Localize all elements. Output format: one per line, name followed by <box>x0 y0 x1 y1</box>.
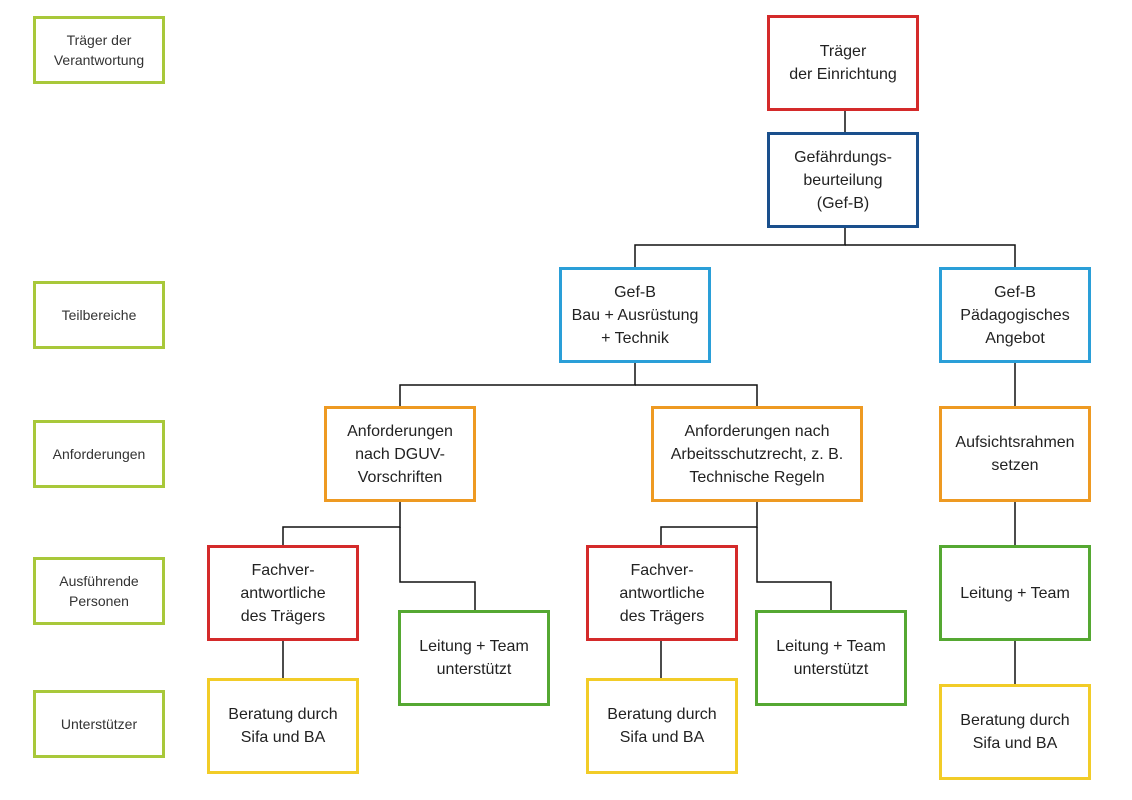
node-text: Leitung + Team unterstützt <box>776 638 886 678</box>
node-fachverantwortliche-1: Fachver- antwortliche des Trägers <box>207 545 359 641</box>
connector <box>845 244 1016 267</box>
node-gefaehrdungsbeurteilung: Gefährdungs- beurteilung (Gef-B) <box>767 132 919 228</box>
node-anforderungen-arbeitsschutz: Anforderungen nach Arbeitsschutzrecht, z… <box>651 406 863 502</box>
connector <box>660 502 758 545</box>
row-label-text: Ausführende Personen <box>59 573 139 609</box>
node-beratung-2: Beratung durch Sifa und BA <box>586 678 738 774</box>
connector <box>634 228 846 267</box>
node-text: Leitung + Team unterstützt <box>419 638 529 678</box>
row-label-unterstuetzer: Unterstützer <box>33 690 165 758</box>
node-beratung-1: Beratung durch Sifa und BA <box>207 678 359 774</box>
node-text: Leitung + Team <box>960 584 1070 602</box>
row-label-text: Anforderungen <box>52 446 146 462</box>
node-leitung-team-1: Leitung + Team unterstützt <box>398 610 550 706</box>
node-leitung-team-3: Leitung + Team <box>939 545 1091 641</box>
row-label-teilbereiche: Teilbereiche <box>33 281 165 349</box>
node-text: Beratung durch Sifa und BA <box>607 706 717 746</box>
node-text: Gef-B Bau + Ausrüstung + Technik <box>571 283 699 347</box>
node-text: Träger der Einrichtung <box>789 43 897 83</box>
connector <box>756 527 832 610</box>
node-text: Gef-B Pädagogisches Angebot <box>960 283 1070 347</box>
node-gefb-bau: Gef-B Bau + Ausrüstung + Technik <box>559 267 711 363</box>
row-label-anforderungen: Anforderungen <box>33 420 165 488</box>
node-text: Aufsichtsrahmen setzen <box>955 434 1075 474</box>
node-fachverantwortliche-2: Fachver- antwortliche des Trägers <box>586 545 738 641</box>
row-label-text: Teilbereiche <box>61 307 137 323</box>
node-traeger-einrichtung: Träger der Einrichtung <box>767 15 919 111</box>
node-anforderungen-dguv: Anforderungen nach DGUV- Vorschriften <box>324 406 476 502</box>
node-beratung-3: Beratung durch Sifa und BA <box>939 684 1091 780</box>
node-leitung-team-2: Leitung + Team unterstützt <box>755 610 907 706</box>
node-text: Fachver- antwortliche des Trägers <box>619 561 705 625</box>
node-text: Fachver- antwortliche des Trägers <box>240 561 326 625</box>
row-label-ausfuehrende: Ausführende Personen <box>33 557 165 625</box>
connector <box>635 384 758 406</box>
row-label-traeger: Träger der Verantwortung <box>33 16 165 84</box>
connector <box>399 363 636 406</box>
node-gefb-paedagogisch: Gef-B Pädagogisches Angebot <box>939 267 1091 363</box>
row-label-text: Träger der Verantwortung <box>53 32 145 68</box>
connector <box>399 527 476 610</box>
node-text: Gefährdungs- beurteilung (Gef-B) <box>794 148 892 212</box>
connector <box>282 502 401 545</box>
node-text: Beratung durch Sifa und BA <box>960 712 1070 752</box>
node-aufsichtsrahmen: Aufsichtsrahmen setzen <box>939 406 1091 502</box>
node-text: Beratung durch Sifa und BA <box>228 706 338 746</box>
node-text: Anforderungen nach DGUV- Vorschriften <box>347 422 453 486</box>
node-text: Anforderungen nach Arbeitsschutzrecht, z… <box>670 422 844 486</box>
row-label-text: Unterstützer <box>60 716 138 732</box>
